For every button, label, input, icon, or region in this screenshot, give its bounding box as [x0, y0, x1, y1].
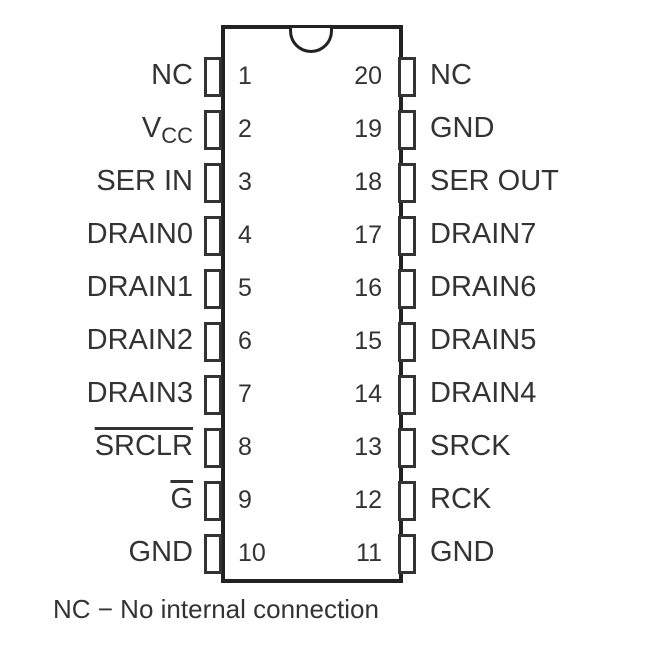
pin-label: DRAIN1: [86, 271, 193, 303]
pin-number: 2: [238, 115, 252, 143]
pin-number: 9: [238, 486, 252, 514]
pin-pad: [398, 481, 416, 521]
pin-label: DRAIN2: [86, 324, 193, 356]
pin-label: SER IN: [96, 165, 193, 197]
pin-label-subscript: CC: [161, 123, 193, 148]
pin-label: DRAIN0: [86, 218, 193, 250]
pin-pad: [398, 269, 416, 309]
pin-label: G: [170, 483, 193, 515]
pin-pad: [204, 375, 222, 415]
pin-label: GND: [430, 112, 495, 144]
pin-pad: [398, 57, 416, 97]
pin-number: 19: [354, 115, 382, 143]
pin-pad: [204, 534, 222, 574]
pin-pad: [398, 163, 416, 203]
pin-pad: [398, 216, 416, 256]
pin-pad: [398, 428, 416, 468]
pin-pad: [398, 322, 416, 362]
pin-label: DRAIN6: [430, 271, 537, 303]
pin-number: 20: [354, 62, 382, 90]
pin-number: 4: [238, 221, 252, 249]
pin-label: VCC: [142, 111, 193, 153]
pin-label: DRAIN5: [430, 324, 537, 356]
pin-pad: [204, 269, 222, 309]
pin-number: 10: [238, 539, 266, 567]
pin-number: 14: [354, 380, 382, 408]
pin-pad: [204, 428, 222, 468]
pin-pad: [204, 216, 222, 256]
pin-label: DRAIN4: [430, 377, 537, 409]
pin-number: 16: [354, 274, 382, 302]
pin-number: 12: [354, 486, 382, 514]
pin-number: 3: [238, 168, 252, 196]
pin-label: NC: [151, 59, 193, 91]
pin-pad: [204, 110, 222, 150]
pin-number: 6: [238, 327, 252, 355]
pin-pad: [398, 534, 416, 574]
pin-label: DRAIN7: [430, 218, 537, 250]
pin-pad: [204, 481, 222, 521]
pin-number: 18: [354, 168, 382, 196]
pin-label-main: V: [141, 112, 162, 144]
pin-number: 1: [238, 62, 252, 90]
pin-pad: [398, 110, 416, 150]
pin-pad: [204, 57, 222, 97]
pin-label: NC: [430, 59, 472, 91]
pin-number: 11: [356, 539, 382, 567]
pin-number: 7: [238, 380, 252, 408]
pin-label: RCK: [430, 483, 492, 515]
pin-number: 15: [354, 327, 382, 355]
pin-pad: [204, 322, 222, 362]
pin-label: SRCK: [430, 430, 511, 462]
pin-label: GND: [128, 536, 193, 568]
pin-number: 13: [354, 433, 382, 461]
pin-label: GND: [430, 536, 495, 568]
pin-pad: [398, 375, 416, 415]
pin-label: DRAIN3: [86, 377, 193, 409]
pin-pad: [204, 163, 222, 203]
pin-label: SER OUT: [430, 165, 559, 197]
footnote: NC − No internal connection: [53, 594, 379, 624]
pin-number: 8: [238, 433, 252, 461]
pin-label: SRCLR: [94, 430, 193, 462]
ic-body: [221, 25, 403, 583]
pin-number: 5: [238, 274, 252, 302]
pin-number: 17: [354, 221, 382, 249]
